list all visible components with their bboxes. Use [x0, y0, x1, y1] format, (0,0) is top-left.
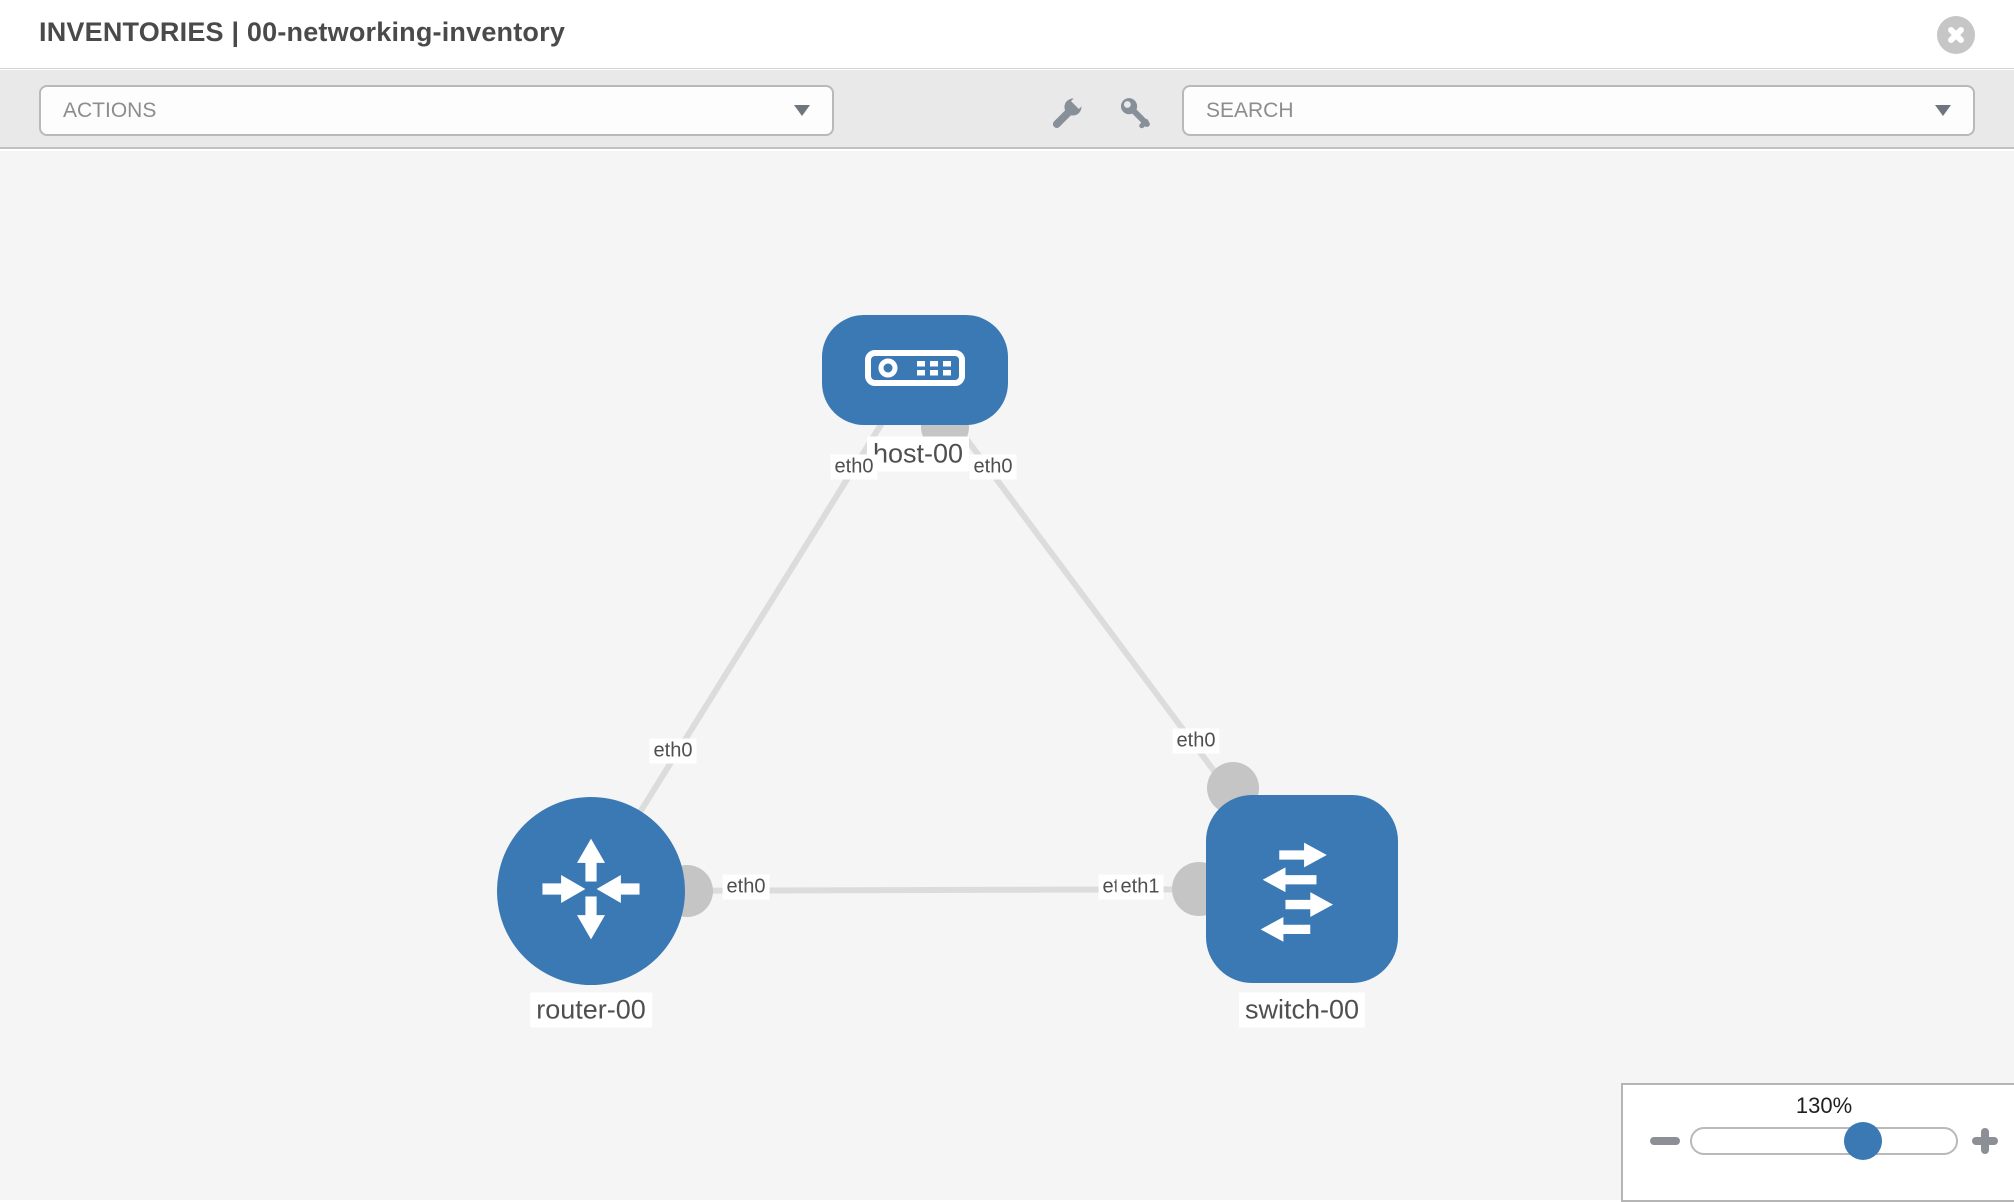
interface-label-eth0: eth0 [1172, 728, 1220, 754]
actions-dropdown[interactable]: ACTIONS [39, 85, 834, 136]
configure-button[interactable] [1050, 95, 1085, 130]
search-dropdown[interactable]: SEARCH [1182, 85, 1975, 136]
actions-dropdown-label: ACTIONS [63, 98, 157, 122]
node-router-00[interactable] [497, 797, 685, 985]
node-switch-00[interactable] [1206, 795, 1398, 983]
switch-icon [1240, 825, 1364, 954]
zoom-slider-handle[interactable] [1844, 1122, 1882, 1160]
zoom-panel: 130% [1621, 1083, 2014, 1202]
interface-label-eth1: eth1 [1116, 874, 1164, 900]
interface-label-eth0: eth0 [649, 738, 697, 764]
chevron-down-icon [794, 105, 810, 116]
zoom-out-button[interactable] [1644, 1129, 1686, 1153]
page-title: INVENTORIES | 00-networking-inventory [39, 17, 566, 47]
toolbar: ACTIONS SEARCH [0, 70, 2014, 149]
plus-icon [1972, 1128, 1998, 1154]
header: INVENTORIES | 00-networking-inventory [0, 0, 2014, 69]
node-label-switch-00: switch-00 [1238, 992, 1366, 1028]
search-placeholder: SEARCH [1206, 98, 1294, 122]
topology-svg [588, 368, 1305, 917]
zoom-slider-track[interactable] [1690, 1127, 1958, 1155]
interface-label-eth0: eth0 [830, 454, 878, 480]
topology-canvas[interactable]: host-00 router-00 switch-00 eth0 eth0 eth0 eth… [0, 151, 2014, 1200]
zoom-level-label: 130% [1795, 1093, 1853, 1118]
close-button[interactable] [1937, 16, 1975, 54]
zoom-in-button[interactable] [1966, 1125, 2004, 1157]
chevron-down-icon [1935, 105, 1951, 116]
key-icon [1120, 98, 1150, 129]
minus-icon [1650, 1137, 1680, 1145]
wrench-icon [1052, 95, 1085, 128]
interface-label-eth0: eth0 [969, 454, 1017, 480]
node-label-router-00: router-00 [530, 992, 652, 1028]
credentials-button[interactable] [1118, 96, 1152, 130]
router-icon [535, 833, 647, 950]
host-icon [865, 349, 965, 392]
interface-label-eth0: eth0 [722, 874, 770, 900]
close-icon [1937, 16, 1975, 54]
node-host-00[interactable] [822, 315, 1008, 425]
node-label-host-00: host-00 [866, 436, 970, 472]
